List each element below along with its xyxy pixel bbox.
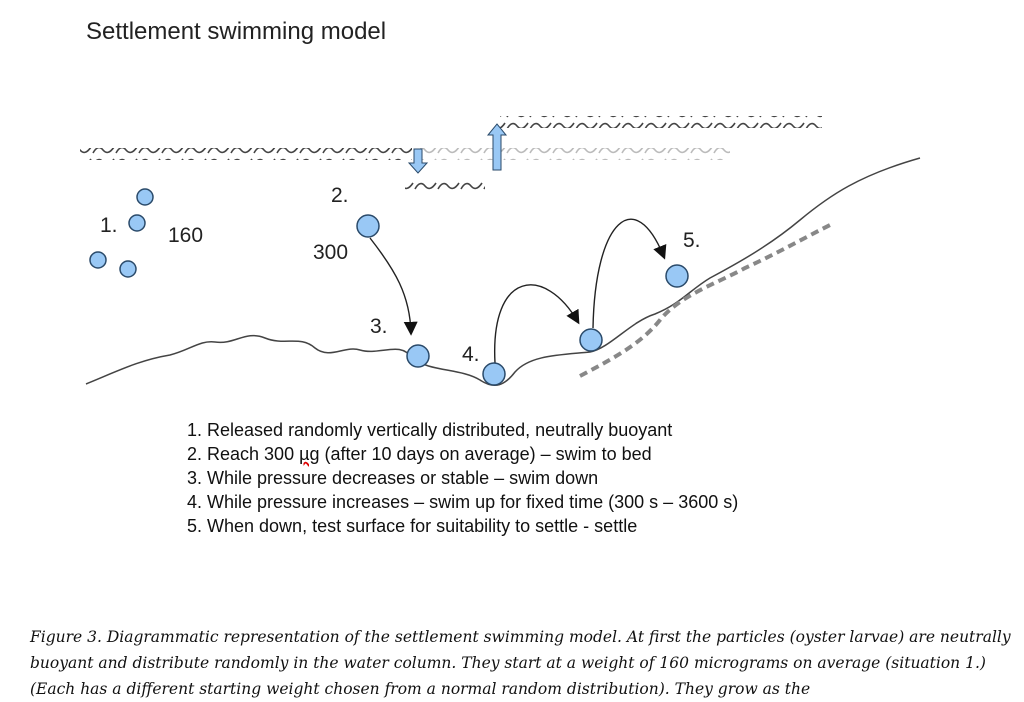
larva-particle [579, 328, 603, 352]
label-step-4: 4. [462, 343, 480, 366]
larva-particle [665, 264, 689, 288]
figure-caption: Figure 3. Diagrammatic representation of… [30, 628, 1011, 698]
step-item: 1. Released randomly vertically distribu… [187, 420, 673, 440]
seabed-line [85, 157, 921, 387]
swim-down-arrow [369, 237, 418, 336]
step-unit: µg [299, 444, 320, 464]
step-text: (after 10 days on average) – swim to bed [319, 444, 652, 464]
label-step-1: 1. [100, 214, 118, 237]
label-weight-300: 300 [313, 241, 348, 264]
pressure-down-arrow-icon [407, 148, 429, 174]
label-weight-160: 160 [168, 224, 203, 247]
larva-particle [119, 260, 137, 278]
larva-particle [89, 251, 107, 269]
label-step-3: 3. [370, 315, 388, 338]
surface-wave-ghost [420, 148, 730, 160]
surface-wave-low [80, 148, 412, 160]
larva-particle [406, 344, 430, 368]
larva-particle [482, 362, 506, 386]
step-item: 4. While pressure increases – swim up fo… [187, 492, 739, 512]
diagram-title: Settlement swimming model [86, 18, 387, 45]
larva-particle [136, 188, 154, 206]
step-text: 2. Reach 300 [187, 444, 300, 464]
step-item: 5. When down, test surface for suitabili… [187, 516, 638, 536]
swim-up-arrow [494, 284, 580, 364]
step-item: 3. While pressure decreases or stable – … [187, 468, 599, 488]
step-item: 2. Reach 300 µg (after 10 days on averag… [187, 442, 738, 466]
larva-particle [128, 214, 146, 232]
pressure-up-arrow-icon [486, 123, 508, 171]
steps-list: 1. Released randomly vertically distribu… [187, 418, 738, 538]
label-step-5: 5. [683, 229, 701, 252]
surface-wave-high [500, 116, 822, 128]
settle-surface-dashed [579, 222, 833, 378]
swim-settle-arrow [592, 218, 667, 329]
surface-wave-falling [405, 180, 485, 192]
label-step-2: 2. [331, 184, 349, 207]
larva-particle [356, 214, 380, 238]
